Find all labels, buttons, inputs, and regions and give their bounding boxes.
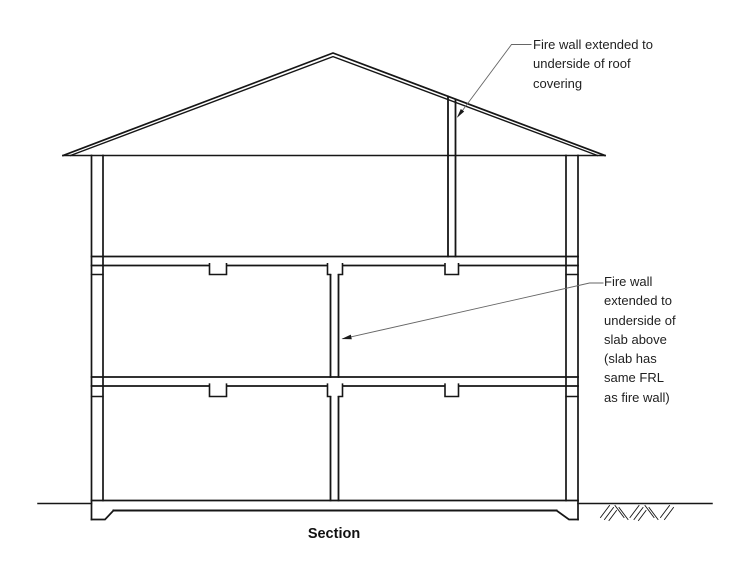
label-line: underside of roof bbox=[533, 56, 631, 72]
slab-nibs bbox=[208, 263, 460, 398]
label-line: extended to bbox=[604, 293, 672, 309]
roof-outline bbox=[61, 52, 607, 157]
label-line: as fire wall) bbox=[604, 389, 670, 405]
structure-lines bbox=[37, 52, 713, 522]
roof-leader-arrowhead-icon bbox=[456, 109, 465, 118]
earth-hatch bbox=[599, 504, 675, 522]
label-line: slab above bbox=[604, 331, 667, 347]
leader-lines bbox=[342, 44, 604, 340]
left-footing bbox=[90, 509, 115, 521]
label-line: underside of bbox=[604, 312, 676, 328]
left-wall bbox=[90, 154, 104, 521]
label-line: Fire wall bbox=[604, 274, 653, 289]
label-line: Fire wall extended to bbox=[533, 37, 653, 52]
leader-arrowheads bbox=[341, 109, 465, 340]
right-wall bbox=[565, 154, 579, 521]
slab-label-leader bbox=[342, 282, 604, 340]
label-line: (slab has bbox=[604, 351, 657, 367]
wall-joint-ticks bbox=[90, 273, 579, 398]
middle-fire-wall bbox=[329, 273, 340, 502]
section-title: Section bbox=[307, 526, 361, 542]
nib-outlines bbox=[208, 263, 460, 398]
slab-leader-arrowhead-icon bbox=[341, 334, 352, 340]
roof-label-leader bbox=[457, 44, 532, 117]
roof-fire-wall bbox=[447, 95, 457, 258]
slab-fire-wall-label: Fire wall extended to underside of slab … bbox=[604, 272, 676, 407]
roof-fire-wall-label: Fire wall extended to underside of roof … bbox=[533, 35, 653, 93]
label-line: same FRL bbox=[604, 370, 664, 386]
right-footing bbox=[555, 509, 579, 521]
label-line: covering bbox=[533, 75, 583, 91]
roof-covering-inner-line bbox=[69, 55, 599, 157]
